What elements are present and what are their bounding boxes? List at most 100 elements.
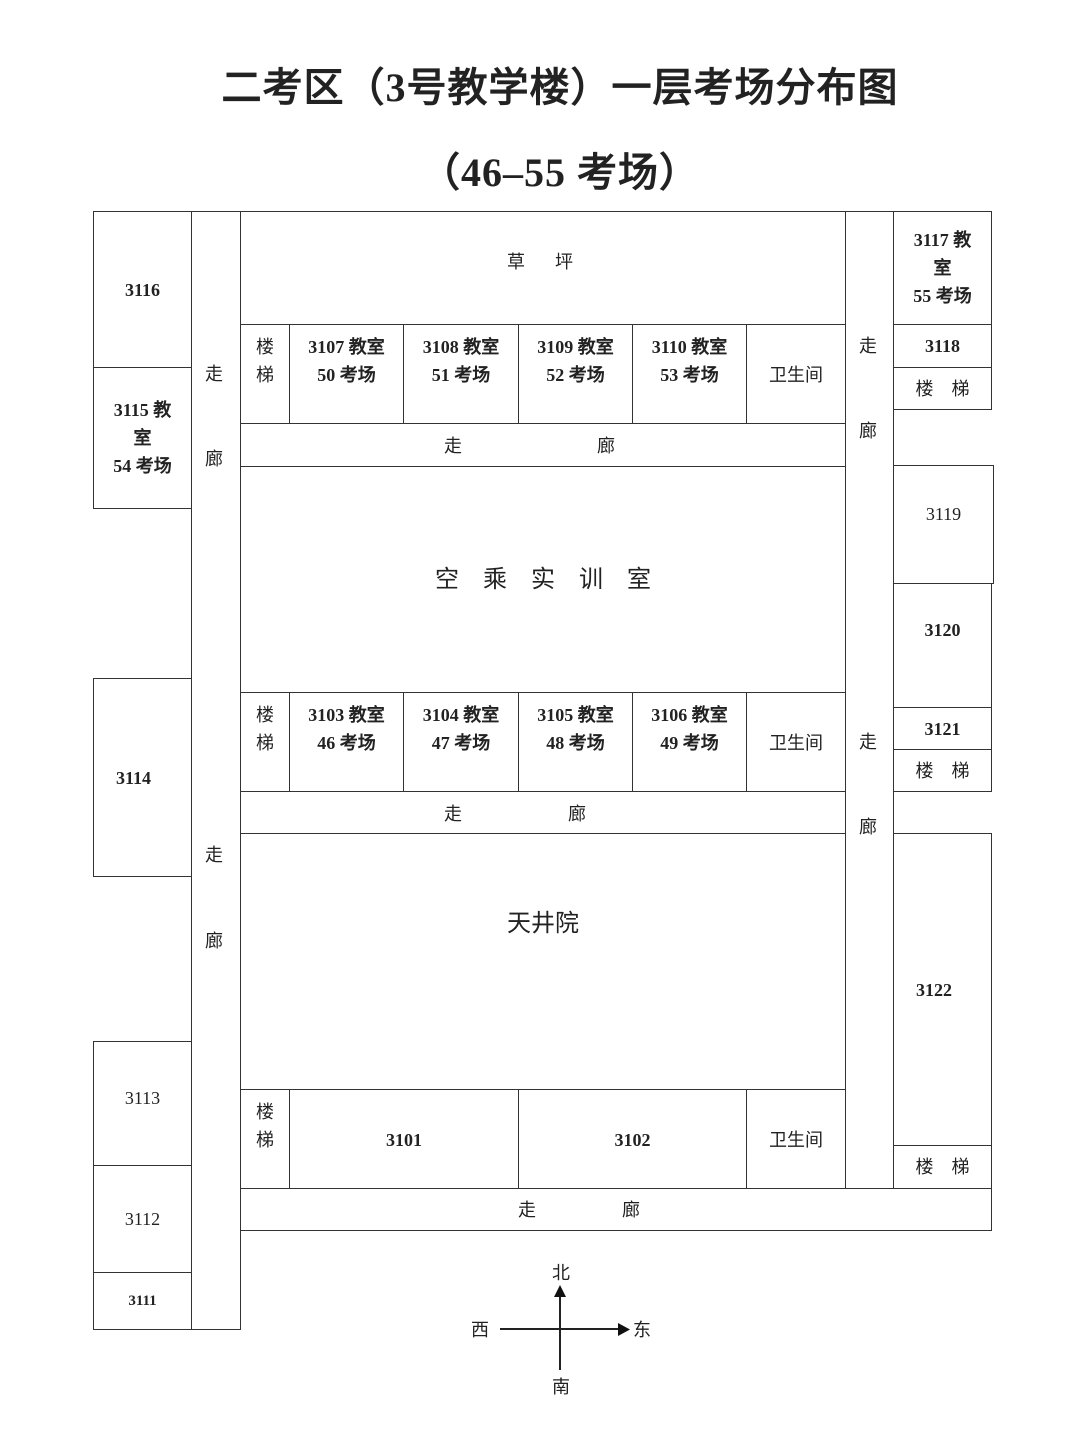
corridor-label: 走	[859, 336, 877, 356]
room-3105: 3105 教室 48 考场	[518, 692, 633, 792]
north-arrow-icon	[554, 1285, 566, 1297]
room-label: 3120	[924, 620, 961, 640]
room-label: 3101	[386, 1130, 422, 1150]
exam-room-label: 52 考场	[546, 365, 605, 385]
room-label: 室	[133, 428, 152, 448]
corridor-label: 廊	[859, 817, 877, 837]
compass-east: 东	[633, 1320, 651, 1340]
stairs-label: 楼	[256, 1102, 274, 1122]
room-3114: 3114	[93, 678, 192, 877]
room-label: 3116	[124, 279, 160, 300]
exam-room-label: 53 考场	[660, 365, 719, 385]
room-3122: 3122	[893, 833, 992, 1146]
room-label: 3115 教	[113, 400, 172, 420]
exam-room-label: 50 考场	[317, 365, 376, 385]
corridor-label: 廊	[205, 449, 223, 469]
stairs: 楼 梯	[893, 367, 992, 410]
stairs-label: 楼	[256, 705, 274, 725]
compass-north: 北	[552, 1263, 570, 1283]
room-label: 3102	[614, 1130, 651, 1150]
room-3113: 3113	[93, 1041, 192, 1166]
room-3116: 3116	[93, 211, 192, 368]
training-room-label: 空 乘 实 训 室	[435, 566, 651, 593]
room-label: 室	[933, 258, 952, 278]
corridor-label: 走	[205, 845, 223, 865]
east-arrow-icon	[618, 1323, 630, 1336]
corridor-label: 走	[859, 732, 877, 752]
page-title: 二考区（3号教学楼）一层考场分布图	[221, 65, 899, 110]
room-label: 3119	[925, 504, 962, 524]
room-label: 3122	[916, 979, 952, 1000]
room-3102: 3102	[518, 1089, 747, 1189]
room-label: 3109 教室	[537, 337, 614, 357]
room-3110: 3110 教室 53 考场	[632, 324, 747, 424]
compass-south: 南	[552, 1377, 570, 1397]
corridor-label: 走	[518, 1200, 536, 1220]
room-label: 3103 教室	[308, 705, 385, 725]
room-3120: 3120	[893, 583, 992, 708]
exam-room-label: 48 考场	[546, 733, 605, 753]
room-label: 3104 教室	[422, 705, 500, 725]
room-label: 3118	[924, 336, 960, 356]
restroom-label: 卫生间	[769, 733, 823, 753]
room-label: 3117 教	[913, 230, 972, 250]
room-3121: 3121	[893, 707, 992, 750]
page-subtitle: （46–55 考场）	[420, 150, 700, 195]
room-label: 3108 教室	[422, 337, 500, 357]
courtyard-label: 天井院	[507, 911, 579, 937]
stairs-label: 楼	[256, 337, 274, 357]
room-3115: 3115 教室 54 考场	[93, 367, 192, 509]
corridor-label: 走	[205, 364, 223, 384]
restroom: 卫生间	[746, 1089, 846, 1189]
corridor-label: 廊	[568, 804, 586, 824]
restroom: 卫生间	[746, 324, 846, 424]
room-3106: 3106 教室 49 考场	[632, 692, 747, 792]
room-3111: 3111	[93, 1272, 192, 1330]
room-label: 3111	[128, 1293, 157, 1309]
training-room: 空 乘 实 训 室	[240, 466, 846, 693]
room-label: 3121	[924, 718, 961, 739]
room-label: 3110 教室	[651, 337, 728, 357]
corridor-label: 廊	[622, 1200, 640, 1220]
stairs-label: 梯	[256, 733, 274, 753]
stairs: 楼梯	[240, 324, 290, 424]
stairs-label: 梯	[256, 365, 274, 385]
room-label: 3105 教室	[537, 705, 614, 725]
corridor-label: 走	[444, 804, 462, 824]
exam-room-label: 49 考场	[660, 733, 719, 753]
stairs-label: 楼 梯	[915, 378, 970, 399]
room-label: 3106 教室	[651, 705, 728, 725]
corridor-label: 廊	[859, 421, 877, 441]
exam-room-label: 54 考场	[113, 456, 172, 476]
room-3117: 3117 教室 55 考场	[893, 211, 992, 325]
corridor	[240, 791, 846, 834]
room-label: 3113	[124, 1088, 161, 1108]
restroom-label: 卫生间	[769, 1130, 823, 1150]
room-3109: 3109 教室 52 考场	[518, 324, 633, 424]
exam-room-label: 55 考场	[913, 286, 972, 306]
stairs: 楼 梯	[893, 1145, 992, 1189]
lawn-label: 草 坪	[507, 252, 579, 272]
corridor	[240, 423, 846, 467]
bottom-corridor	[240, 1188, 992, 1231]
room-3118: 3118	[893, 324, 992, 368]
room-3101: 3101	[289, 1089, 519, 1189]
stairs-label: 楼 梯	[915, 760, 970, 781]
compass-west: 西	[471, 1320, 489, 1340]
restroom: 卫生间	[746, 692, 846, 792]
stairs: 楼 梯	[893, 749, 992, 792]
courtyard: 天井院	[240, 833, 846, 1090]
room-label: 3112	[124, 1209, 161, 1229]
compass-ns-line	[559, 1292, 561, 1370]
room-label: 3114	[116, 767, 152, 788]
stairs: 楼梯	[240, 1089, 290, 1189]
compass-we-line	[500, 1328, 622, 1330]
stairs-label: 楼 梯	[915, 1157, 970, 1177]
room-3119: 3119	[893, 465, 994, 584]
lawn: 草 坪	[240, 211, 846, 325]
restroom-label: 卫生间	[769, 365, 823, 385]
stairs-label: 梯	[256, 1130, 274, 1150]
